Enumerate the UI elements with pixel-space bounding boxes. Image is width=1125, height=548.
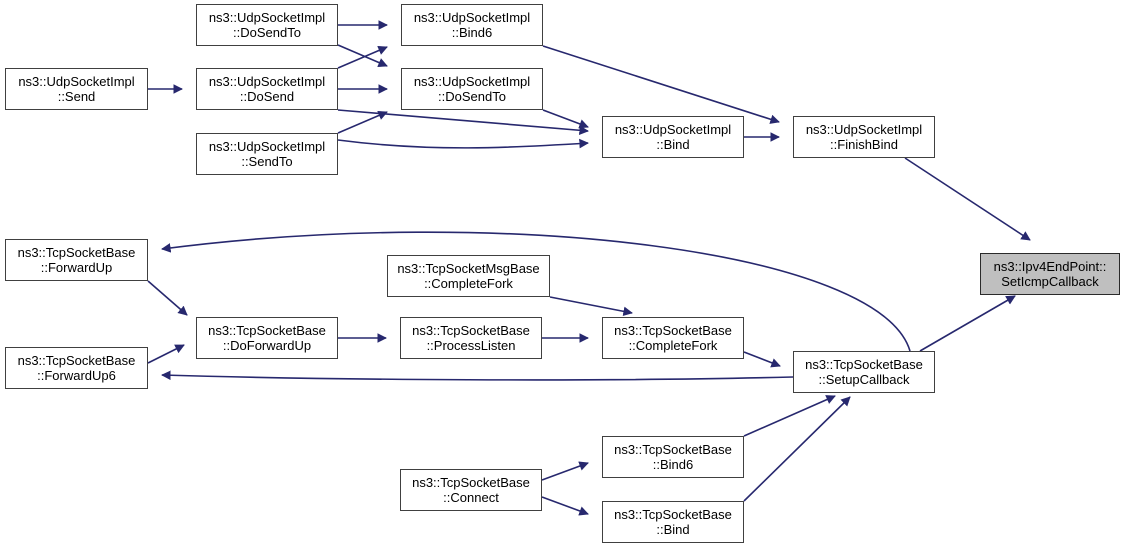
node-label-line1: ns3::UdpSocketImpl: [18, 74, 135, 89]
graph-node-udp_dosendto[interactable]: ns3::UdpSocketImpl::DoSendTo: [401, 68, 543, 110]
node-label-line1: ns3::UdpSocketImpl: [614, 122, 732, 137]
node-label-line1: ns3::TcpSocketBase: [17, 245, 136, 260]
edge-finishbind-seticmp: [904, 157, 1031, 241]
graph-node-udp_send[interactable]: ns3::UdpSocketImpl::Send: [5, 68, 148, 110]
graph-node-tcp_bind6[interactable]: ns3::TcpSocketBase::Bind6: [602, 436, 744, 478]
node-label-line2: ::Connect: [443, 490, 499, 505]
edge-connect-bind6: [541, 461, 589, 481]
node-label-line1: ns3::TcpSocketBase: [412, 475, 530, 490]
node-label-line2: ::FinishBind: [830, 137, 898, 152]
node-label-line2: ::Bind6: [652, 457, 694, 472]
graph-node-tcp_forwardup6[interactable]: ns3::TcpSocketBase::ForwardUp6: [5, 347, 148, 389]
node-label-line1: ns3::TcpSocketBase: [614, 442, 732, 457]
node-label-line2: ::DoSendTo: [438, 89, 506, 104]
node-label-line1: ns3::TcpSocketMsgBase: [397, 261, 540, 276]
node-label-line2: ::SetupCallback: [818, 372, 910, 387]
node-label-line2: ::Send: [57, 89, 96, 104]
edge-completefork-setupcallback: [743, 351, 781, 368]
node-label-line2: ::Bind: [656, 522, 690, 537]
graph-node-tcp_setupcallback[interactable]: ns3::TcpSocketBase::SetupCallback: [793, 351, 935, 393]
graph-node-tcp_bind[interactable]: ns3::TcpSocketBase::Bind: [602, 501, 744, 543]
node-label-line1: ns3::TcpSocketBase: [614, 323, 732, 338]
edge-bind-setupcallback: [743, 396, 851, 502]
edge-connect-bind: [541, 496, 589, 516]
node-label-line1: ns3::UdpSocketImpl: [208, 10, 326, 25]
graph-node-tcp_processlisten[interactable]: ns3::TcpSocketBase::ProcessListen: [400, 317, 542, 359]
edge-setupcallback-seticmp: [919, 295, 1016, 352]
node-label-line1: ns3::UdpSocketImpl: [208, 74, 326, 89]
graph-node-udp_dosendto_caller[interactable]: ns3::UdpSocketImpl::DoSendTo: [196, 4, 338, 46]
edge-setupcallback-forwardup6: [161, 370, 794, 381]
edge-dosendtocaller-dosendto: [337, 44, 388, 68]
node-label-line2: ::CompleteFork: [424, 276, 513, 291]
edge-forwardup-doforwardup: [147, 280, 188, 316]
node-label-line2: ::Bind6: [451, 25, 493, 40]
node-label-line2: ::DoSend: [239, 89, 295, 104]
graph-node-tcp_connect[interactable]: ns3::TcpSocketBase::Connect: [400, 469, 542, 511]
graph-node-tcp_forwardup[interactable]: ns3::TcpSocketBase::ForwardUp: [5, 239, 148, 281]
graph-node-tcp_msg_completefork[interactable]: ns3::TcpSocketMsgBase::CompleteFork: [387, 255, 550, 297]
graph-node-udp_dosend[interactable]: ns3::UdpSocketImpl::DoSend: [196, 68, 338, 110]
edge-sendto-dosendto: [337, 110, 388, 134]
edge-msgcompletefork-completefork: [549, 296, 633, 317]
edge-dosendto-bind: [542, 109, 589, 129]
graph-node-tcp_completefork[interactable]: ns3::TcpSocketBase::CompleteFork: [602, 317, 744, 359]
node-label-line2: ::CompleteFork: [628, 338, 718, 353]
node-label-line1: ns3::TcpSocketBase: [208, 323, 326, 338]
graph-node-ipv4_seticmp[interactable]: ns3::Ipv4EndPoint::SetIcmpCallback: [980, 253, 1120, 295]
graph-node-udp_sendto[interactable]: ns3::UdpSocketImpl::SendTo: [196, 133, 338, 175]
node-label-line2: SetIcmpCallback: [1001, 274, 1099, 289]
edge-bind6-finishbind: [542, 45, 780, 124]
node-label-line1: ns3::TcpSocketBase: [17, 353, 136, 368]
edge-sendto-bind: [337, 138, 589, 149]
node-label-line2: ::ProcessListen: [426, 338, 516, 353]
edge-dosend-bind: [337, 109, 589, 136]
node-label-line2: ::Bind: [656, 137, 690, 152]
edge-forwardup6-doforwardup: [147, 344, 185, 364]
edge-dosend-bind6: [337, 45, 388, 69]
graph-node-udp_bind[interactable]: ns3::UdpSocketImpl::Bind: [602, 116, 744, 158]
node-label-line1: ns3::TcpSocketBase: [614, 507, 732, 522]
node-label-line2: ::ForwardUp6: [37, 368, 116, 383]
node-label-line1: ns3::UdpSocketImpl: [413, 10, 531, 25]
graph-node-udp_finishbind[interactable]: ns3::UdpSocketImpl::FinishBind: [793, 116, 935, 158]
node-label-line1: ns3::UdpSocketImpl: [413, 74, 531, 89]
node-label-line2: ::DoSendTo: [233, 25, 301, 40]
node-label-line1: ns3::Ipv4EndPoint::: [993, 259, 1107, 274]
node-label-line2: ::ForwardUp: [40, 260, 113, 275]
node-label-line1: ns3::UdpSocketImpl: [805, 122, 923, 137]
graph-node-tcp_doforwardup[interactable]: ns3::TcpSocketBase::DoForwardUp: [196, 317, 338, 359]
node-label-line1: ns3::TcpSocketBase: [805, 357, 923, 372]
node-label-line2: ::DoForwardUp: [222, 338, 312, 353]
edge-bind6-setupcallback: [743, 395, 836, 437]
node-label-line1: ns3::TcpSocketBase: [412, 323, 530, 338]
node-label-line1: ns3::UdpSocketImpl: [208, 139, 326, 154]
graph-node-udp_bind6[interactable]: ns3::UdpSocketImpl::Bind6: [401, 4, 543, 46]
node-label-line2: ::SendTo: [241, 154, 293, 169]
